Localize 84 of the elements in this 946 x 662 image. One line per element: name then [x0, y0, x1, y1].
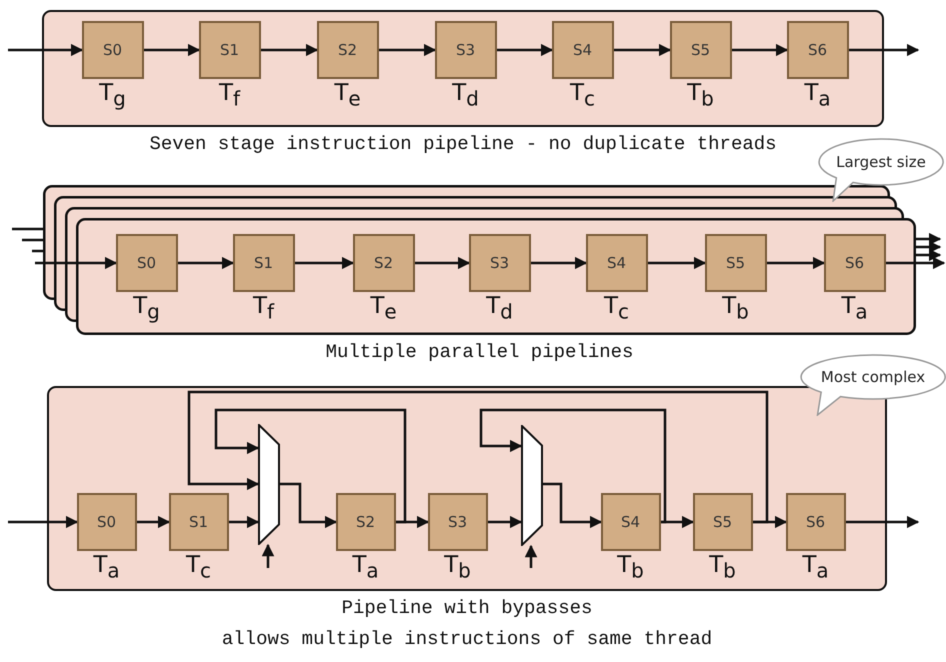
thread-label: T$_{a}$: [352, 554, 379, 580]
arrow: [261, 44, 318, 56]
stage-box: S5: [670, 20, 732, 78]
arrow: [295, 256, 354, 270]
panel-caption: Pipeline with bypasses: [342, 597, 592, 619]
stage-box: S4: [586, 234, 648, 292]
panel-caption: Seven stage instruction pipeline - no duplicate threads: [149, 133, 777, 155]
arrow: [8, 44, 84, 56]
arrow: [415, 256, 470, 270]
thread-label: T$_{a}$: [804, 82, 831, 108]
arrow: [531, 256, 588, 270]
arrow: [524, 544, 538, 568]
stage-box: S3: [468, 234, 530, 292]
thread-label: T$_{b}$: [709, 554, 736, 580]
thread-label: T$_{b}$: [617, 554, 644, 580]
stage-box: S3: [428, 492, 488, 550]
stage-box: S1: [198, 20, 260, 78]
thread-label: T$_{c}$: [604, 294, 630, 322]
arrow: [849, 44, 920, 56]
panel-caption: allows multiple instructions of same thread: [222, 628, 712, 650]
stage-box: S1: [232, 234, 294, 292]
thread-label: T$_{d}$: [452, 82, 479, 108]
arrow: [916, 240, 942, 254]
thread-label: T$_{d}$: [486, 294, 513, 322]
stage-box: S0: [116, 234, 178, 292]
stage-box: S3: [434, 20, 496, 78]
arrow: [886, 256, 946, 270]
arrow: [648, 256, 706, 270]
stage-box: S0: [82, 20, 144, 78]
stage-box: S6: [824, 234, 886, 292]
thread-label: T$_{g}$: [99, 82, 126, 108]
stage-box: S2: [316, 20, 378, 78]
arrow: [497, 44, 554, 56]
thread-label: T$_{g}$: [133, 294, 160, 322]
arrow: [614, 44, 672, 56]
pipeline-panel: [42, 10, 884, 127]
stage-box: S0: [76, 492, 136, 550]
arrow: [379, 44, 436, 56]
thread-label: T$_{f}$: [252, 294, 274, 322]
stage-box: S6: [786, 492, 846, 550]
arrow: [280, 482, 338, 528]
stage-box: S2: [352, 234, 414, 292]
stage-box: S5: [692, 492, 752, 550]
pipeline-panel: [47, 386, 887, 591]
arrow: [178, 256, 234, 270]
arrow: [144, 44, 200, 56]
stage-box: S4: [552, 20, 614, 78]
thread-label: T$_{a}$: [93, 554, 120, 580]
thread-label: T$_{a}$: [802, 554, 829, 580]
connector-line: [12, 228, 43, 230]
stage-box: S4: [600, 492, 660, 550]
thread-label: T$_{c}$: [570, 82, 596, 108]
arrow: [8, 516, 78, 528]
thread-label: T$_{b}$: [444, 554, 471, 580]
arrow: [188, 390, 768, 524]
arrow: [767, 256, 826, 270]
connector-line: [32, 250, 43, 252]
arrow: [480, 408, 666, 524]
arrow: [846, 516, 920, 528]
arrow: [137, 516, 170, 528]
arrow: [916, 232, 942, 246]
arrow: [543, 482, 602, 528]
thread-label: T$_{e}$: [334, 82, 361, 108]
stage-box: S2: [336, 492, 396, 550]
stage-box: S6: [786, 20, 848, 78]
arrow: [732, 44, 788, 56]
stage-box: S1: [168, 492, 228, 550]
thread-label: T$_{e}$: [370, 294, 397, 322]
arrow: [262, 544, 274, 568]
arrow: [488, 516, 522, 528]
arrow: [229, 516, 260, 528]
thread-label: T$_{b}$: [722, 294, 749, 322]
connector-line: [22, 238, 43, 242]
panel-caption: Multiple parallel pipelines: [326, 341, 634, 363]
stage-box: S5: [704, 234, 766, 292]
thread-label: T$_{f}$: [218, 82, 240, 108]
arrow: [916, 248, 942, 262]
callout-text: Largest size: [836, 153, 926, 171]
arrow: [35, 256, 118, 270]
thread-label: T$_{c}$: [186, 554, 212, 580]
thread-label: T$_{a}$: [841, 294, 868, 322]
arrow: [214, 408, 406, 524]
thread-label: T$_{b}$: [687, 82, 714, 108]
callout-text: Most complex: [820, 368, 926, 386]
